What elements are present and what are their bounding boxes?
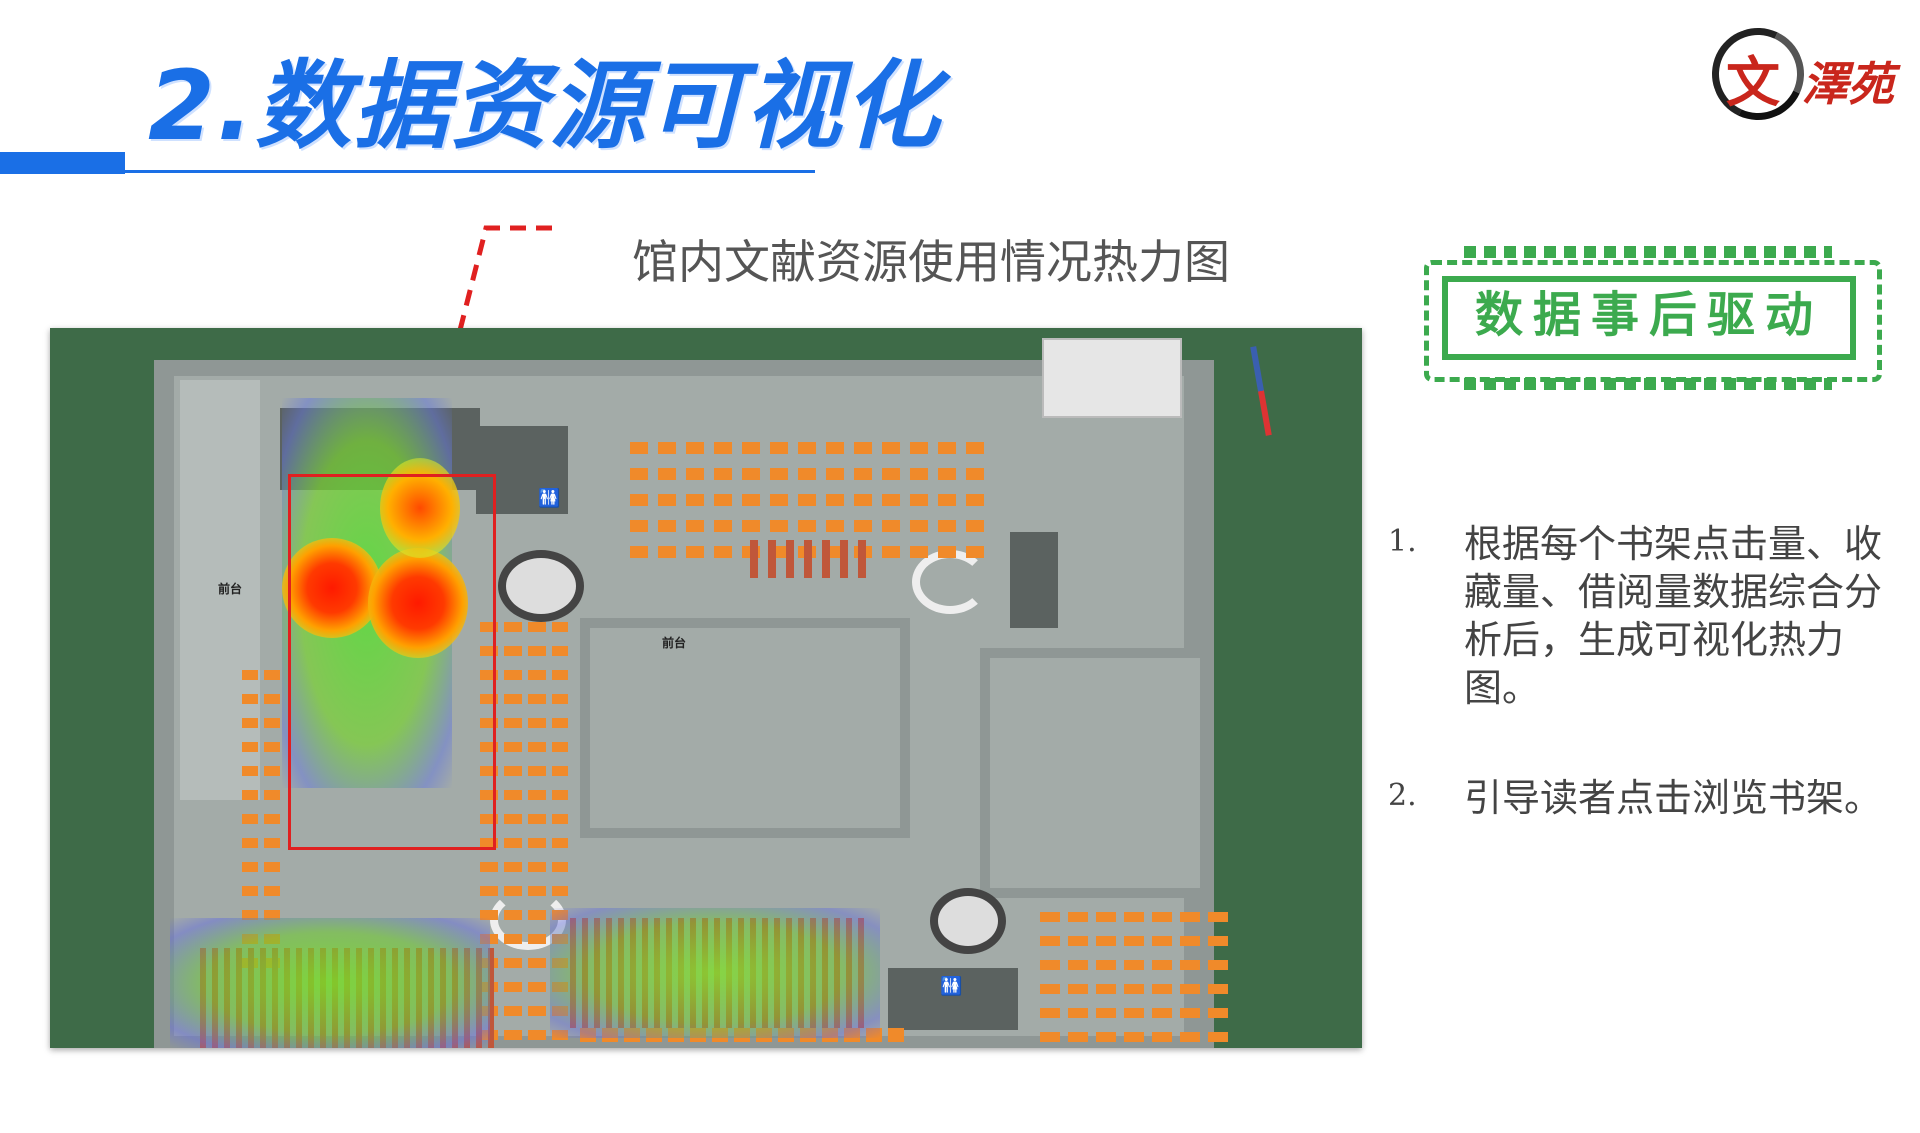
service-desk-round bbox=[930, 888, 1006, 954]
map-legend bbox=[1042, 338, 1182, 418]
library-floor-map: 前台 🚻 前台 🚻 bbox=[50, 328, 1362, 1048]
seating-top bbox=[630, 428, 990, 558]
service-desk-round bbox=[498, 550, 584, 622]
list-item-text: 根据每个书架点击量、收藏量、借阅量数据综合分析后，生成可视化热力图。 bbox=[1464, 522, 1883, 710]
map-caption: 馆内文献资源使用情况热力图 bbox=[632, 235, 1230, 289]
stamp-texture-bottom bbox=[1464, 378, 1832, 390]
stamp-badge: 数据事后驱动 bbox=[1424, 240, 1882, 390]
list-item-number: 1. bbox=[1388, 524, 1417, 559]
service-desk-round bbox=[912, 550, 988, 614]
brand-logo: 文 澤苑 bbox=[1699, 15, 1904, 133]
restroom-icon: 🚻 bbox=[940, 976, 963, 997]
notes-list: 1. 根据每个书架点击量、收藏量、借阅量数据综合分析后，生成可视化热力图。 2.… bbox=[1388, 520, 1908, 884]
stamp-texture-top bbox=[1464, 246, 1832, 258]
front-desk-center-label: 前台 bbox=[662, 636, 687, 650]
heatmap-hotspot bbox=[282, 538, 382, 638]
header-underline bbox=[125, 170, 815, 173]
logo-char: 文 bbox=[1726, 50, 1780, 114]
heatmap-region-bottom-mid bbox=[550, 908, 880, 1038]
header-accent-bar bbox=[0, 152, 125, 174]
list-item: 2. 引导读者点击浏览书架。 bbox=[1388, 774, 1908, 822]
page-title: 2.数据资源可视化 bbox=[148, 50, 942, 162]
restroom-icon: 🚻 bbox=[538, 488, 561, 509]
front-desk-left-label: 前台 bbox=[218, 582, 243, 596]
list-item: 1. 根据每个书架点击量、收藏量、借阅量数据综合分析后，生成可视化热力图。 bbox=[1388, 520, 1908, 712]
stamp-text: 数据事后驱动 bbox=[1474, 287, 1823, 343]
heatmap-hotspot bbox=[368, 548, 468, 658]
seating-bottom-right bbox=[1040, 912, 1230, 1042]
heatmap-region-bottom-left bbox=[170, 918, 490, 1048]
shelving-rows-top bbox=[750, 540, 870, 578]
highlight-selection-box bbox=[288, 474, 496, 850]
compass-icon bbox=[1250, 346, 1272, 436]
list-item-number: 2. bbox=[1388, 778, 1417, 813]
list-item-text: 引导读者点击浏览书架。 bbox=[1464, 776, 1883, 820]
stamp-inner-border bbox=[1442, 276, 1856, 360]
logo-text: 澤苑 bbox=[1802, 57, 1894, 111]
